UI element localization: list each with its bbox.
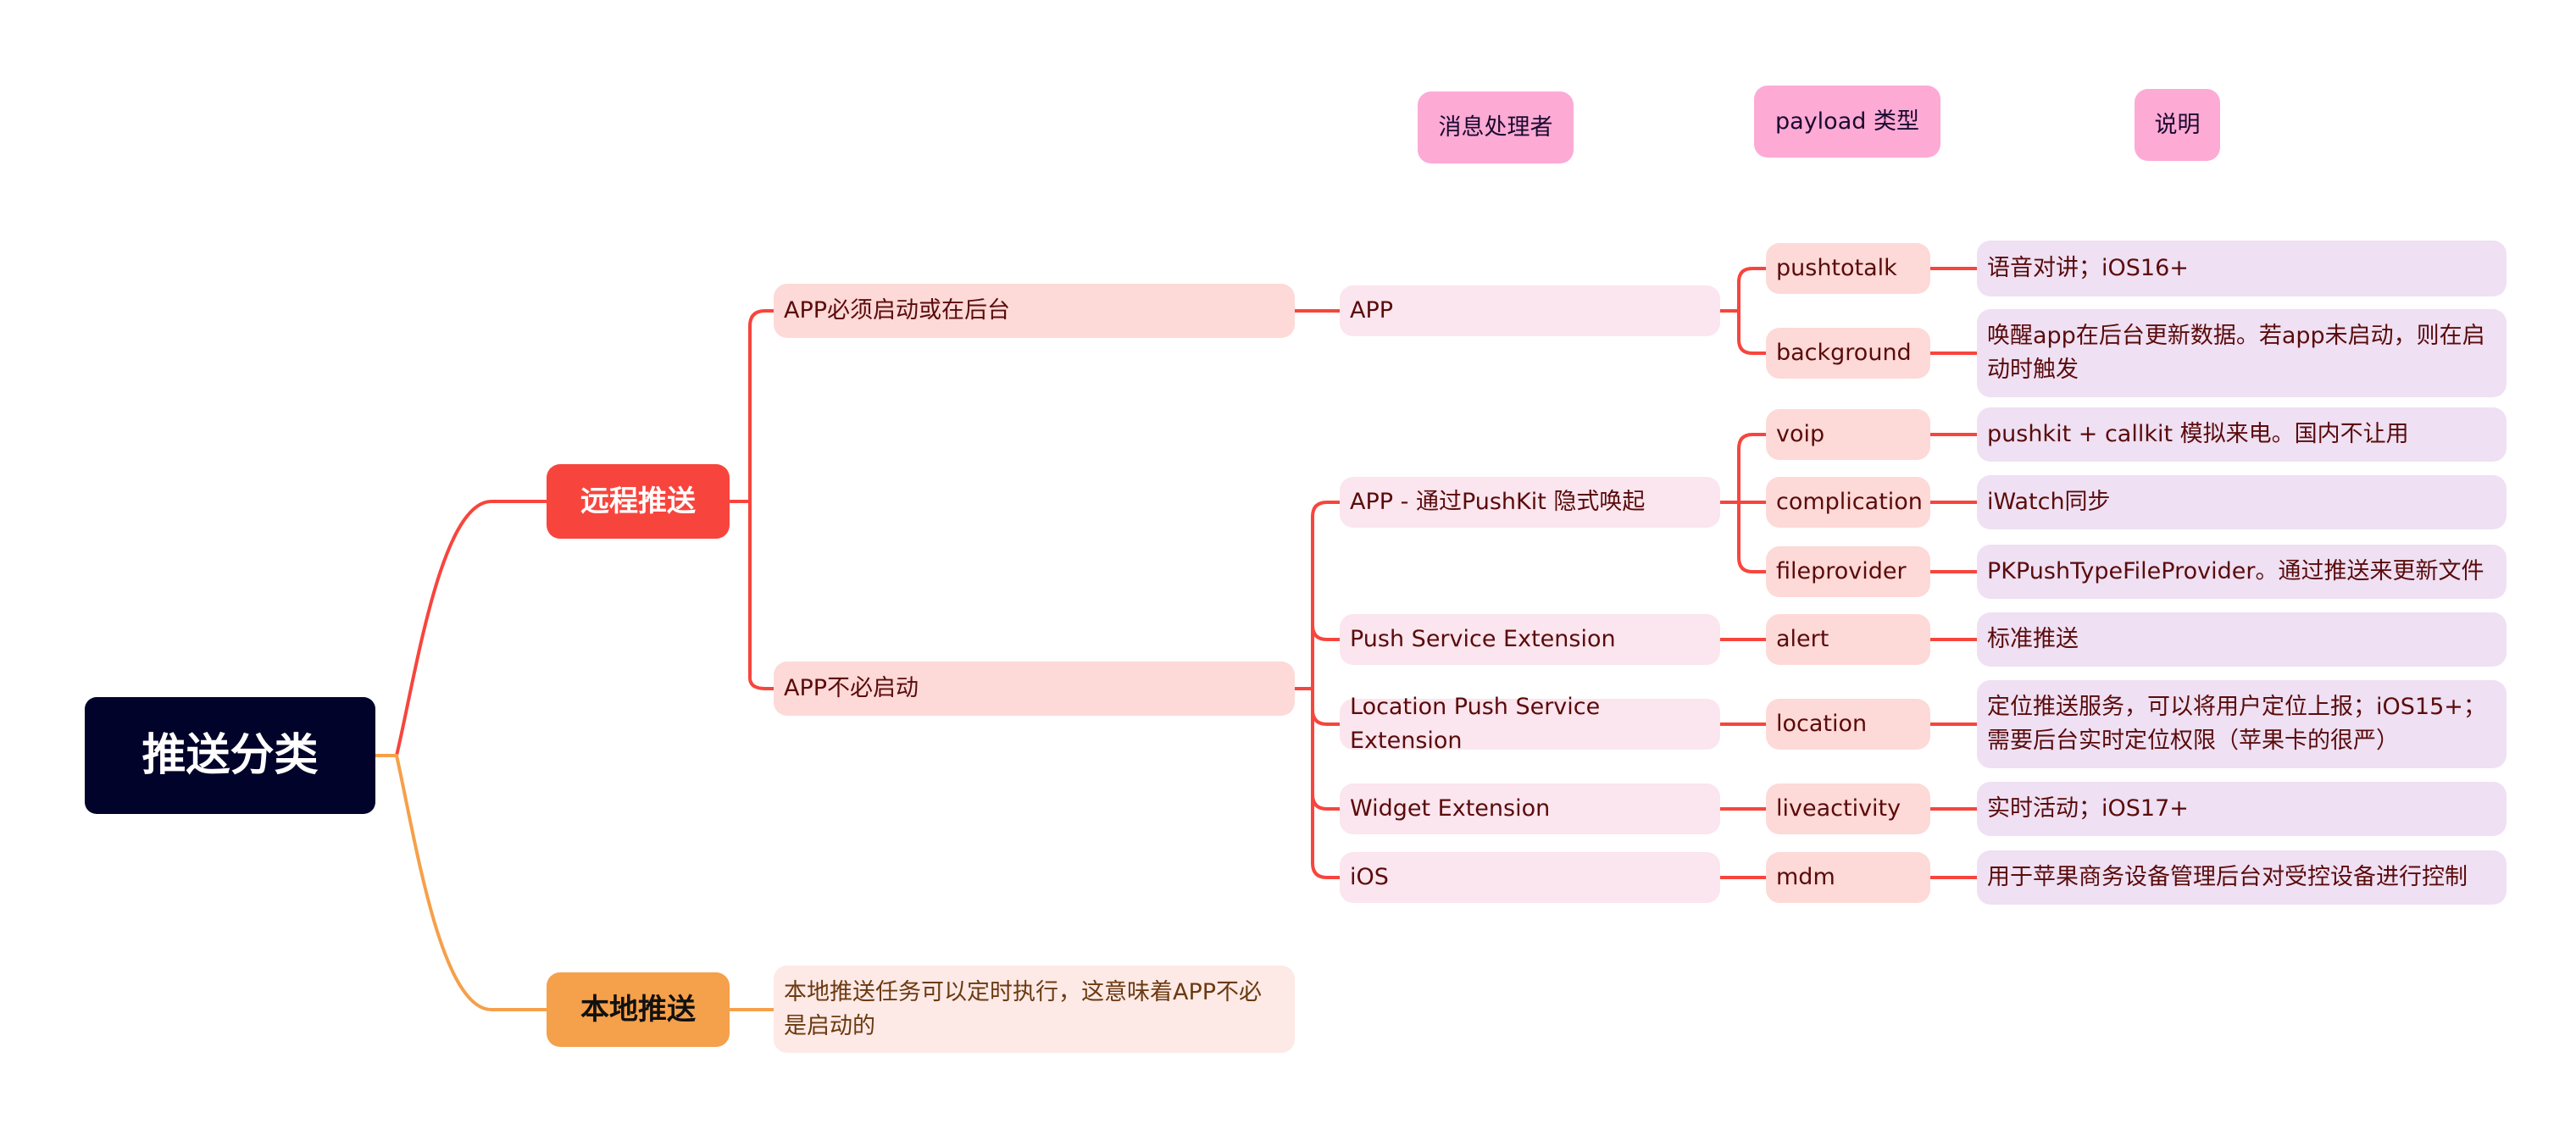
header-handler[interactable]: 消息处理者 (1418, 91, 1574, 163)
desc-complication[interactable]: iWatch同步 (1977, 475, 2507, 529)
handler-push-service-extension[interactable]: Push Service Extension (1340, 614, 1720, 665)
payload-background[interactable]: background (1766, 328, 1930, 379)
link-root-local (374, 754, 548, 1011)
desc-liveactivity[interactable]: 实时活动；iOS17+ (1977, 782, 2507, 836)
handler-location-push-service-extension[interactable]: Location Push Service Extension (1340, 694, 1720, 754)
payload-complication[interactable]: complication (1766, 477, 1930, 528)
handler-ios[interactable]: iOS (1340, 852, 1720, 903)
payload-pushtotalk[interactable]: pushtotalk (1766, 243, 1930, 294)
payload-mdm[interactable]: mdm (1766, 852, 1930, 903)
desc-pushtotalk[interactable]: 语音对讲；iOS16+ (1977, 241, 2507, 296)
payload-fileprovider[interactable]: fileprovider (1766, 546, 1930, 597)
payload-location[interactable]: location (1766, 699, 1930, 750)
header-description[interactable]: 说明 (2135, 89, 2220, 161)
desc-alert[interactable]: 标准推送 (1977, 612, 2507, 667)
payload-alert[interactable]: alert (1766, 614, 1930, 665)
link-l2b-handlers (1293, 501, 1341, 879)
header-payload-type[interactable]: payload 类型 (1754, 86, 1940, 158)
desc-fileprovider[interactable]: PKPushTypeFileProvider。通过推送来更新文件 (1977, 545, 2507, 599)
handler-widget-extension[interactable]: Widget Extension (1340, 783, 1720, 834)
node-app-not-required[interactable]: APP不必启动 (774, 662, 1295, 716)
handler-pushkit[interactable]: APP - 通过PushKit 隐式唤起 (1340, 477, 1720, 528)
handler-app[interactable]: APP (1340, 285, 1720, 336)
payload-liveactivity[interactable]: liveactivity (1766, 783, 1930, 834)
node-local-desc[interactable]: 本地推送任务可以定时执行，这意味着APP不必是启动的 (774, 966, 1295, 1053)
branch-local-push[interactable]: 本地推送 (547, 972, 730, 1047)
desc-mdm[interactable]: 用于苹果商务设备管理后台对受控设备进行控制 (1977, 850, 2507, 905)
link-pushkit-payloads (1718, 433, 1768, 573)
payload-voip[interactable]: voip (1766, 409, 1930, 460)
desc-voip[interactable]: pushkit + callkit 模拟来电。国内不让用 (1977, 407, 2507, 462)
root-node[interactable]: 推送分类 (85, 697, 375, 814)
desc-location[interactable]: 定位推送服务，可以将用户定位上报；iOS15+；需要后台实时定位权限（苹果卡的很… (1977, 680, 2507, 768)
node-app-must-run[interactable]: APP必须启动或在后台 (774, 284, 1295, 338)
link-app-payloads (1718, 267, 1768, 355)
desc-background[interactable]: 唤醒app在后台更新数据。若app未启动，则在启动时触发 (1977, 309, 2507, 397)
link-root-remote (374, 500, 548, 757)
link-remote-l2 (728, 309, 775, 690)
branch-remote-push[interactable]: 远程推送 (547, 464, 730, 539)
